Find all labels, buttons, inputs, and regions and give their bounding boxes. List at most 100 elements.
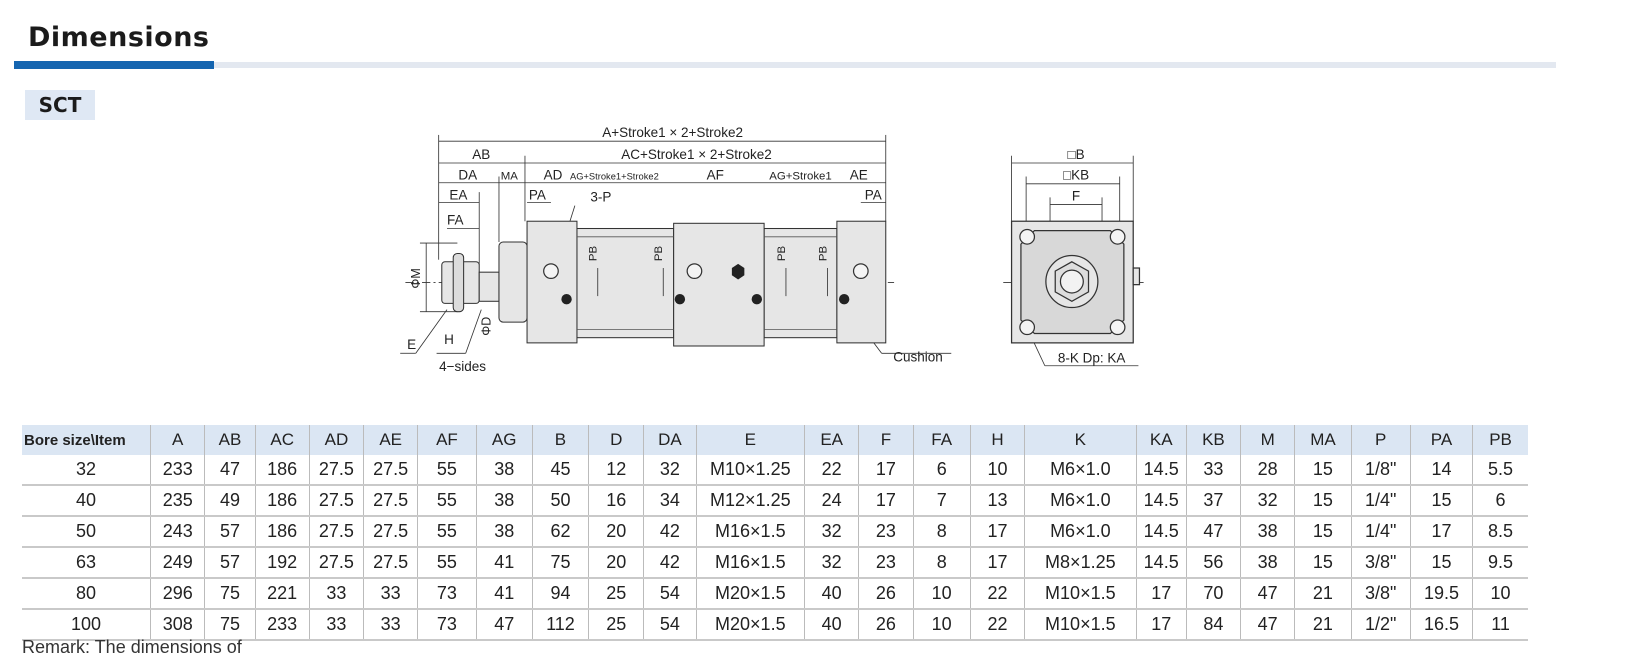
label-ad: AD: [544, 168, 563, 183]
column-header: AG: [475, 425, 533, 455]
table-cell: 14.5: [1135, 547, 1187, 579]
cushion-screw: [751, 294, 763, 305]
table-cell: 249: [150, 547, 205, 579]
cushion-screw: [674, 294, 686, 305]
table-cell: 16: [588, 485, 644, 517]
table-cell: 17: [1135, 578, 1187, 610]
table-cell: 15: [1294, 516, 1352, 548]
table-cell: 243: [150, 516, 205, 548]
table-cell: 192: [254, 547, 310, 579]
label-sq-b: □B: [1067, 147, 1084, 162]
table-cell: M20×1.5: [695, 609, 805, 641]
table-cell: 17: [969, 516, 1025, 548]
table-cell: 47: [475, 609, 533, 641]
table-cell: 33: [308, 578, 364, 610]
table-cell: 1/8": [1350, 455, 1411, 486]
table-cell: 57: [204, 516, 256, 548]
port-hole: [852, 263, 869, 280]
table-cell: 1/4": [1350, 516, 1411, 548]
label-ae: AE: [850, 168, 868, 183]
table-cell: M6×1.0: [1024, 485, 1137, 517]
table-cell: 17: [1409, 516, 1473, 548]
column-header: AD: [308, 425, 364, 455]
table-cell: 8.5: [1472, 516, 1528, 548]
table-cell: 10: [1472, 578, 1528, 610]
table-cell: 15: [1409, 547, 1473, 579]
column-header: PB: [1472, 425, 1528, 455]
table-cell: 186: [254, 516, 310, 548]
column-header: KA: [1135, 425, 1187, 455]
cushion-screw: [561, 294, 572, 305]
table-cell: 47: [1185, 516, 1241, 548]
table-cell: 27.5: [308, 516, 364, 548]
table-cell: 56: [1185, 547, 1241, 579]
column-header: M: [1240, 425, 1295, 455]
table-cell: 22: [969, 578, 1025, 610]
table-cell: 33: [363, 609, 418, 641]
table-cell: 221: [254, 578, 310, 610]
port-hole: [686, 263, 703, 280]
label-ag-s1: AG+Stroke1: [769, 171, 832, 183]
table-cell: 75: [531, 547, 589, 579]
label-ab: AB: [472, 147, 490, 162]
column-header: AC: [254, 425, 310, 455]
table-cell: 62: [531, 516, 589, 548]
label-port: 3-P: [590, 189, 611, 204]
plug-icon: [731, 263, 745, 280]
label-fa: FA: [447, 212, 464, 227]
label-ac-total: AC+Stroke1 × 2+Stroke2: [621, 147, 771, 162]
table-cell: 32: [643, 455, 697, 486]
table-cell: 15: [1294, 547, 1352, 579]
column-header: A: [150, 425, 205, 455]
table-cell: 23: [858, 516, 914, 548]
column-header: AF: [417, 425, 477, 455]
label-pb: PB: [817, 245, 829, 261]
table-cell: 27.5: [363, 516, 418, 548]
model-badge: SCT: [25, 90, 95, 120]
table-cell: 57: [204, 547, 256, 579]
table-cell: 55: [417, 547, 477, 579]
label-k-dp: 8-K Dp: KA: [1058, 351, 1126, 366]
table-cell: 55: [417, 485, 477, 517]
table-cell: 73: [417, 609, 477, 641]
label-h: H: [444, 332, 454, 347]
table-cell: 15: [1294, 485, 1352, 517]
table-cell: 32: [1240, 485, 1295, 517]
label-pa-right: PA: [865, 187, 882, 202]
label-pb: PB: [776, 245, 788, 261]
table-cell: 42: [643, 516, 697, 548]
table-cell: 84: [1185, 609, 1241, 641]
table-cell: 24: [804, 485, 859, 517]
table-cell: 21: [1294, 609, 1352, 641]
bore-size-cell: 100: [22, 609, 151, 641]
table-cell: M10×1.5: [1024, 578, 1137, 610]
table-cell: 27.5: [363, 485, 418, 517]
table-cell: 32: [804, 547, 859, 579]
table-cell: 41: [475, 578, 533, 610]
table-cell: 94: [531, 578, 589, 610]
table-cell: 40: [804, 578, 859, 610]
table-cell: 22: [969, 609, 1025, 641]
table-cell: 12: [588, 455, 644, 486]
table-cell: 1/2": [1350, 609, 1411, 641]
table-cell: 235: [150, 485, 205, 517]
table-cell: 38: [1240, 516, 1295, 548]
table-cell: 50: [531, 485, 589, 517]
section-title: Dimensions: [28, 22, 210, 53]
column-header: P: [1350, 425, 1411, 455]
bore-size-cell: 80: [22, 578, 151, 610]
column-header: AE: [363, 425, 418, 455]
table-cell: 19.5: [1409, 578, 1473, 610]
table-cell: 308: [150, 609, 205, 641]
bore-size-cell: 50: [22, 516, 151, 548]
table-cell: 17: [858, 485, 914, 517]
table-cell: 54: [643, 578, 697, 610]
table-cell: 47: [1240, 609, 1295, 641]
table-cell: 3/8": [1350, 547, 1411, 579]
